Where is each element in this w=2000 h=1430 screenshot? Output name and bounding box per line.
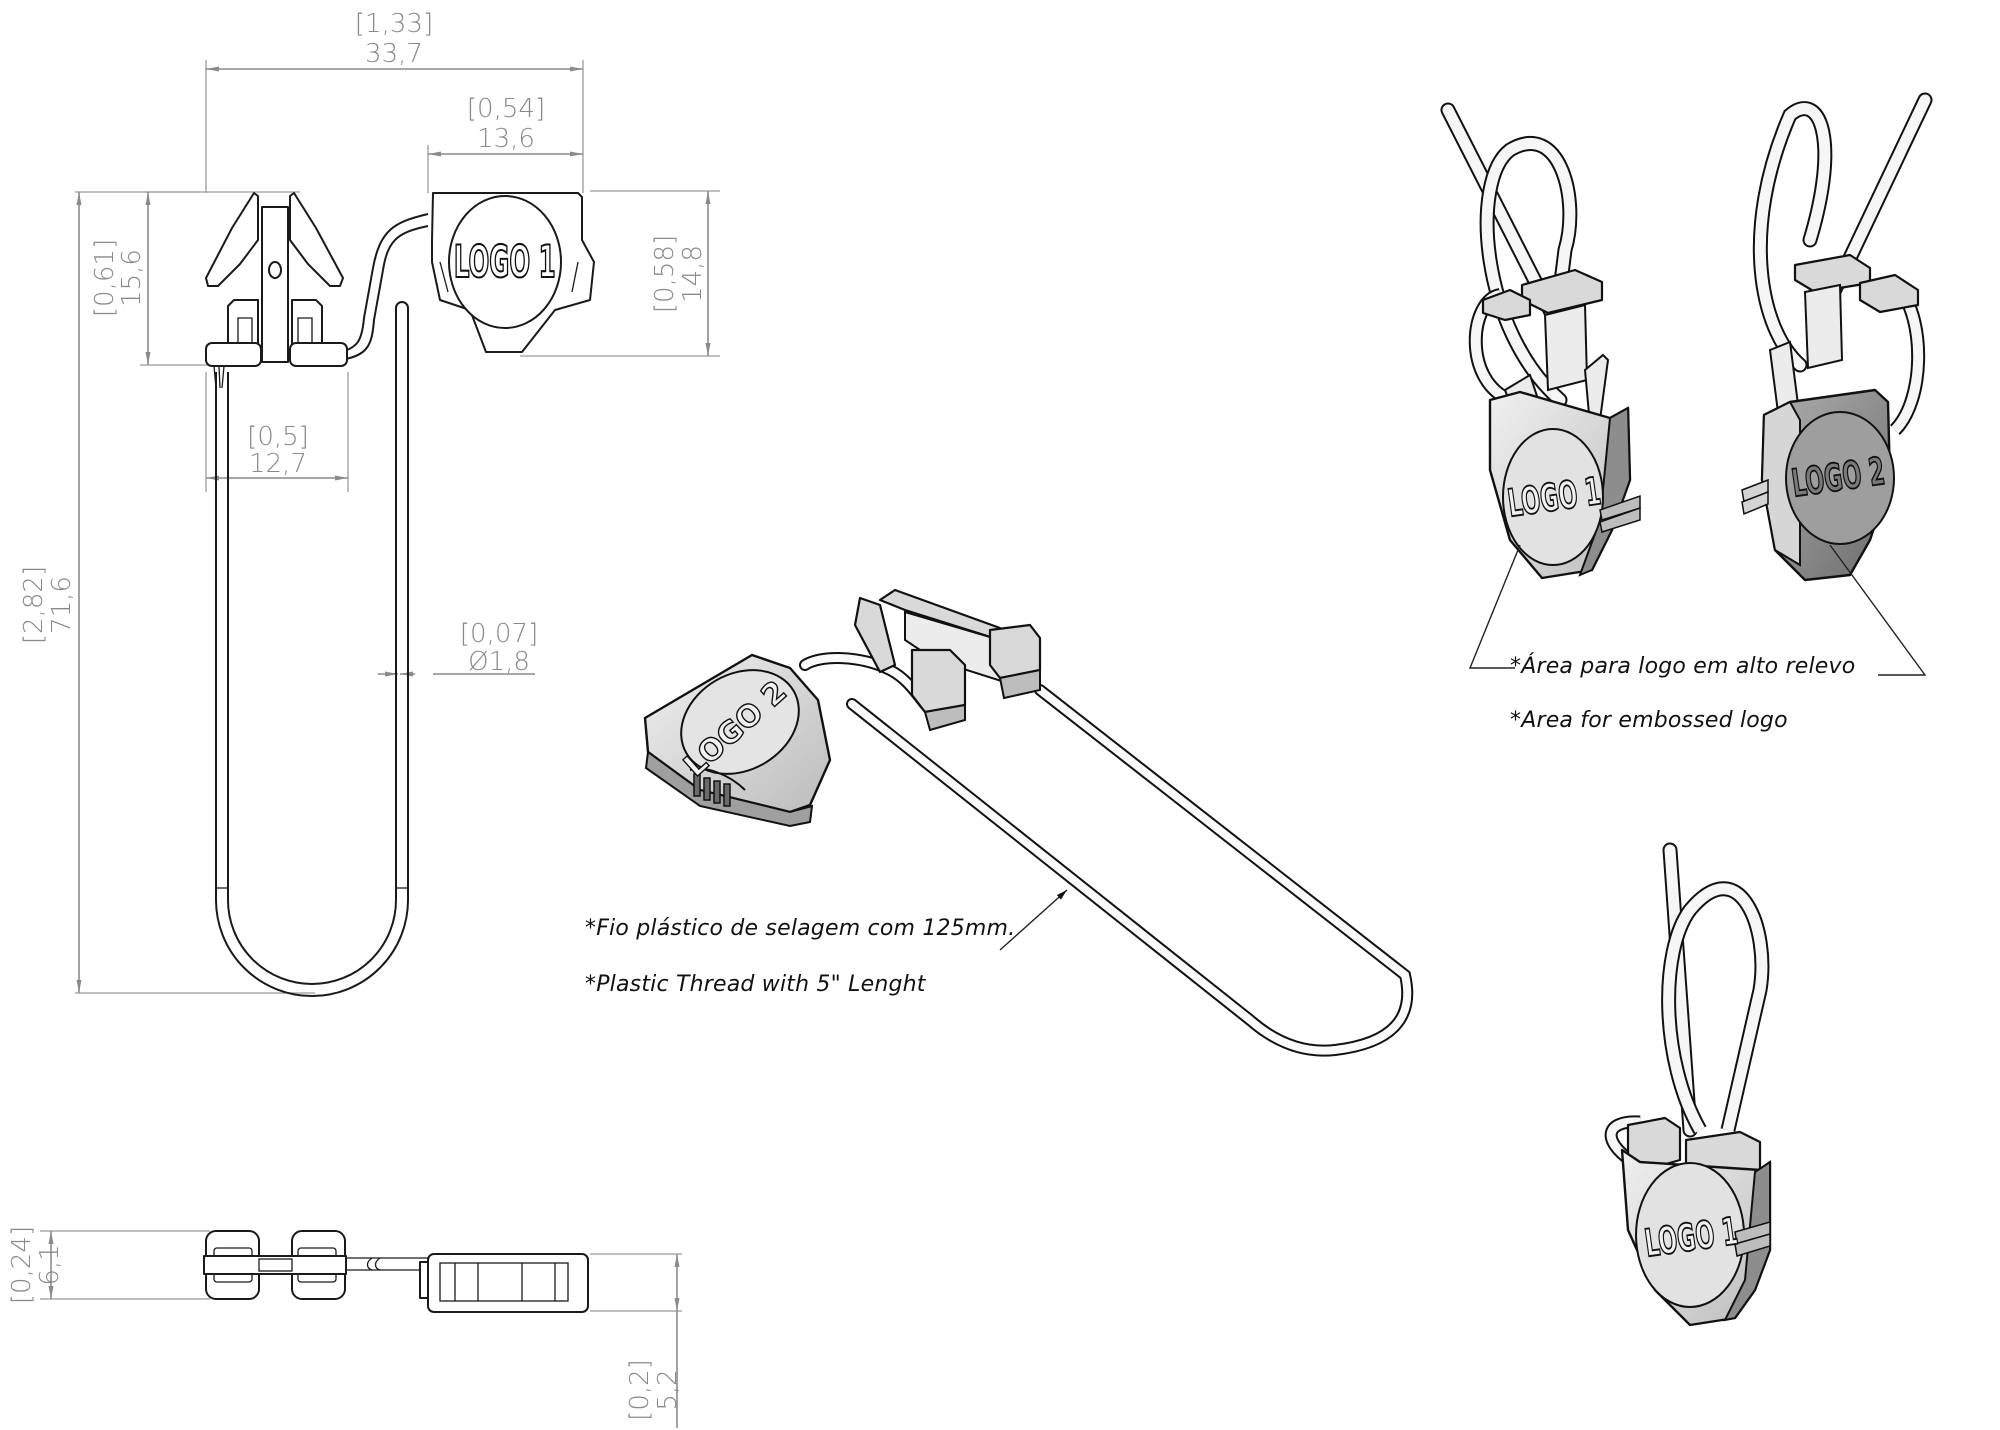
dim-overall-height-inch: [2,82] [19,566,49,644]
dim-clip-thickness-mm: 6,1 [35,1244,65,1285]
isometric-logo-body: LOGO 2 [643,653,832,828]
clip-part-front [205,192,348,389]
side-view: [0,24] 6,1 [0,2] 5,2 [7,1226,683,1428]
dim-overall-width-mm: 33,7 [365,39,423,69]
isometric-clip [855,590,1042,732]
wire-loop [215,301,409,997]
dim-clip-height-inch: [0,61] [90,239,120,317]
closed-view-left: LOGO 1 [1440,102,1641,580]
dim-logo-width-inch: [0,54] [467,94,545,124]
closed-view-bottom: LOGO 1 [1604,842,1772,1327]
front-view: [1,33] 33,7 [0,54] 13,6 [0,61] 15,6 [0,5… [19,9,720,997]
logo-1-front-label: LOGO 1 [454,236,556,288]
dim-logo-height-inch: [0,58] [650,235,680,313]
dim-wire-diameter-mm: Ø1,8 [468,647,530,677]
dim-wire-diameter-inch: [0,07] [460,619,538,649]
note-logo-area-pt: *Área para logo em alto relevo [1510,654,1856,679]
isometric-wire [846,684,1414,1057]
isometric-view: LOGO 2 [643,590,1414,1057]
note-logo-area-en: *Area for embossed logo [1510,708,1788,733]
logo-body-front: LOGO 1 [431,192,595,353]
dim-clip-thickness-inch: [0,24] [7,1226,37,1304]
dim-logo-width-mm: 13,6 [477,124,535,154]
dim-body-thickness-mm: 5,2 [653,1369,683,1410]
dim-overall-height-mm: 71,6 [47,576,77,634]
dim-overall-width-inch: [1,33] [355,9,433,39]
dim-base-width-mm: 12,7 [249,449,307,479]
note-plastic-thread-en: *Plastic Thread with 5" Lenght [585,972,926,997]
note-plastic-thread-pt: *Fio plástico de selagem com 125mm. [585,916,1016,941]
dim-base-width-inch: [0,5] [247,422,309,452]
dim-logo-height-mm: 14,8 [678,245,708,303]
dim-body-thickness-inch: [0,2] [625,1359,655,1421]
closed-view-right: LOGO 2 [1741,92,1933,582]
dim-clip-height-mm: 15,6 [117,249,147,307]
